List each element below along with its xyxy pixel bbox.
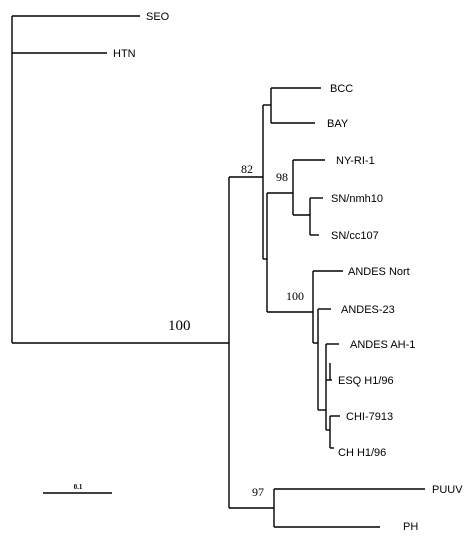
taxon-label-andes-ah-1: ANDES AH-1	[350, 339, 415, 351]
taxon-label-bcc: BCC	[330, 83, 353, 95]
taxon-label-htn: HTN	[113, 48, 136, 60]
bootstrap-main-clade: 100	[168, 318, 191, 334]
taxon-label-seo: SEO	[146, 11, 170, 23]
taxon-label-ph: PH	[403, 521, 418, 533]
scale-bar-label: 0.1	[74, 483, 83, 491]
taxon-label-ny-ri-1: NY-RI-1	[336, 155, 375, 167]
taxon-label-ch-h1-96: CH H1/96	[338, 447, 386, 459]
taxon-label-sn-cc107: SN/cc107	[331, 230, 379, 242]
bootstrap-sin-nombre-group: 82	[241, 162, 253, 176]
taxon-label-esq-h1-96: ESQ H1/96	[338, 375, 394, 387]
taxon-label-sn-nmh10: SN/nmh10	[331, 193, 383, 205]
bootstrap-sn-subclade: 98	[276, 170, 288, 184]
taxon-label-puuv: PUUV	[432, 484, 463, 496]
bootstrap-andes-group: 100	[286, 289, 304, 303]
taxon-label-andes-23: ANDES-23	[341, 304, 395, 316]
bootstrap-puuv-ph: 97	[252, 485, 264, 499]
taxon-label-andes-nort: ANDES Nort	[348, 266, 410, 278]
taxon-label-chi-7913: CHI-7913	[346, 411, 393, 423]
taxon-label-bay: BAY	[327, 118, 349, 130]
